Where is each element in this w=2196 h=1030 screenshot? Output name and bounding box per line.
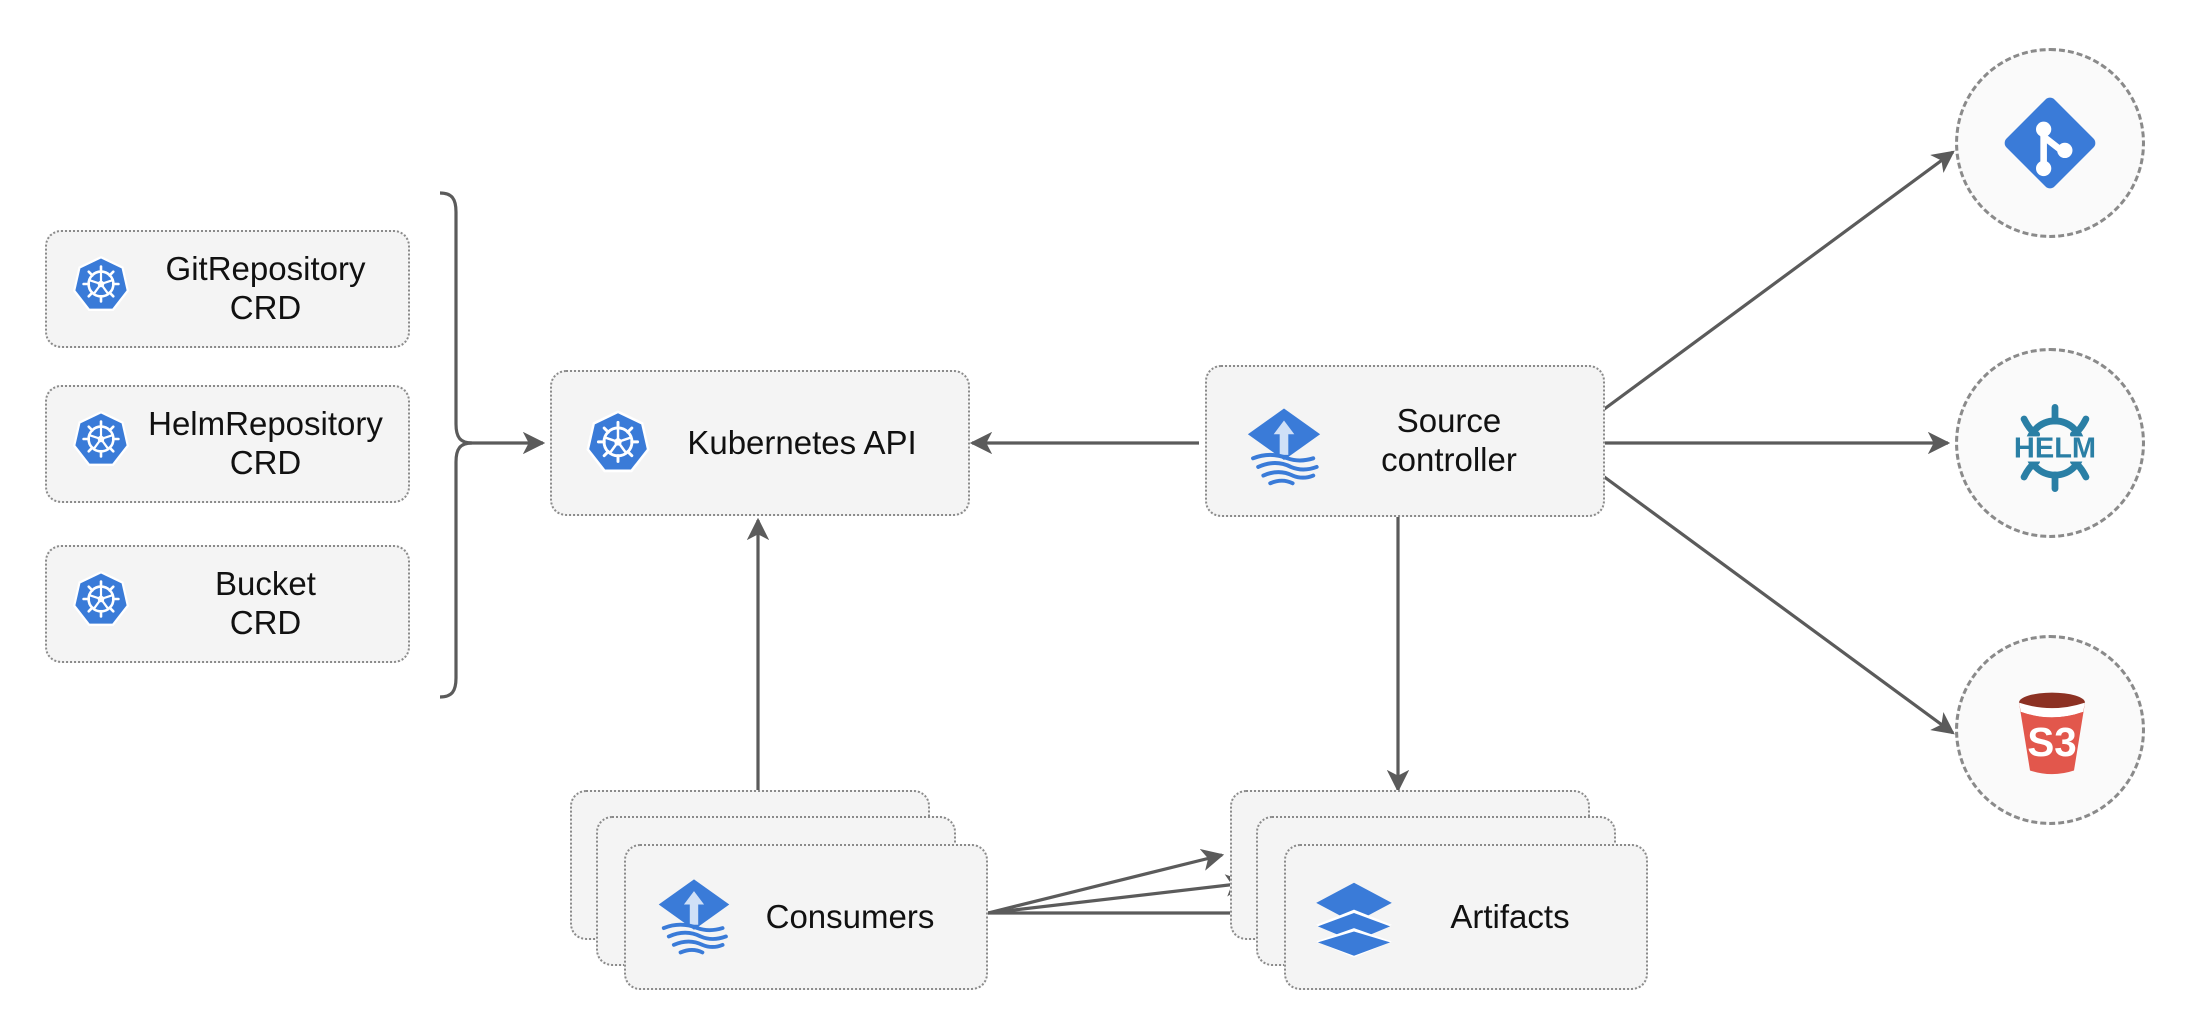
edge-consumers-to-artifacts-1 [987, 848, 1225, 915]
kubernetes-icon [69, 568, 141, 640]
artifacts-label: Artifacts [1450, 898, 1570, 935]
kubernetes-icon [582, 407, 654, 479]
kubernetes-api-label: Kubernetes API [687, 423, 917, 461]
flux-icon [1241, 405, 1321, 486]
s3-target-circle[interactable]: S3 [1955, 635, 2145, 825]
crd-box-bucket[interactable]: Bucket CRD [45, 545, 410, 663]
s3-icon: S3 [1997, 677, 2103, 783]
source-controller-label: Source controller [1381, 402, 1517, 478]
kubernetes-api-box[interactable]: Kubernetes API [550, 370, 970, 516]
crd-label: HelmRepository CRD [148, 405, 383, 481]
helm-icon: HELM [1997, 390, 2103, 496]
crd-label: GitRepository CRD [165, 250, 366, 326]
git-target-circle[interactable] [1955, 48, 2145, 238]
crd-box-helmrepository[interactable]: HelmRepository CRD [45, 385, 410, 503]
artifacts-box[interactable]: Artifacts [1284, 844, 1648, 990]
crd-group-bracket [439, 191, 473, 699]
crd-label: Bucket CRD [215, 565, 316, 641]
s3-wordmark: S3 [2027, 719, 2076, 765]
kubernetes-icon [69, 253, 141, 325]
flux-icon [652, 876, 734, 958]
source-controller-box[interactable]: Source controller [1205, 365, 1605, 517]
consumers-box[interactable]: Consumers [624, 844, 988, 990]
consumers-label: Consumers [765, 898, 935, 935]
edge-source-controller-to-git [1602, 150, 1955, 412]
edge-consumers-to-artifacts-2 [987, 874, 1249, 915]
consumers-group[interactable]: Consumers [570, 790, 1000, 990]
artifacts-group[interactable]: Artifacts [1230, 790, 1660, 990]
edge-source-controller-to-s3 [1602, 474, 1955, 735]
git-icon [1997, 90, 2103, 196]
crd-box-gitrepository[interactable]: GitRepository CRD [45, 230, 410, 348]
helm-target-circle[interactable]: HELM [1955, 348, 2145, 538]
helm-wordmark: HELM [2014, 433, 2096, 465]
kubernetes-icon [69, 408, 141, 480]
layers-icon [1312, 876, 1394, 958]
